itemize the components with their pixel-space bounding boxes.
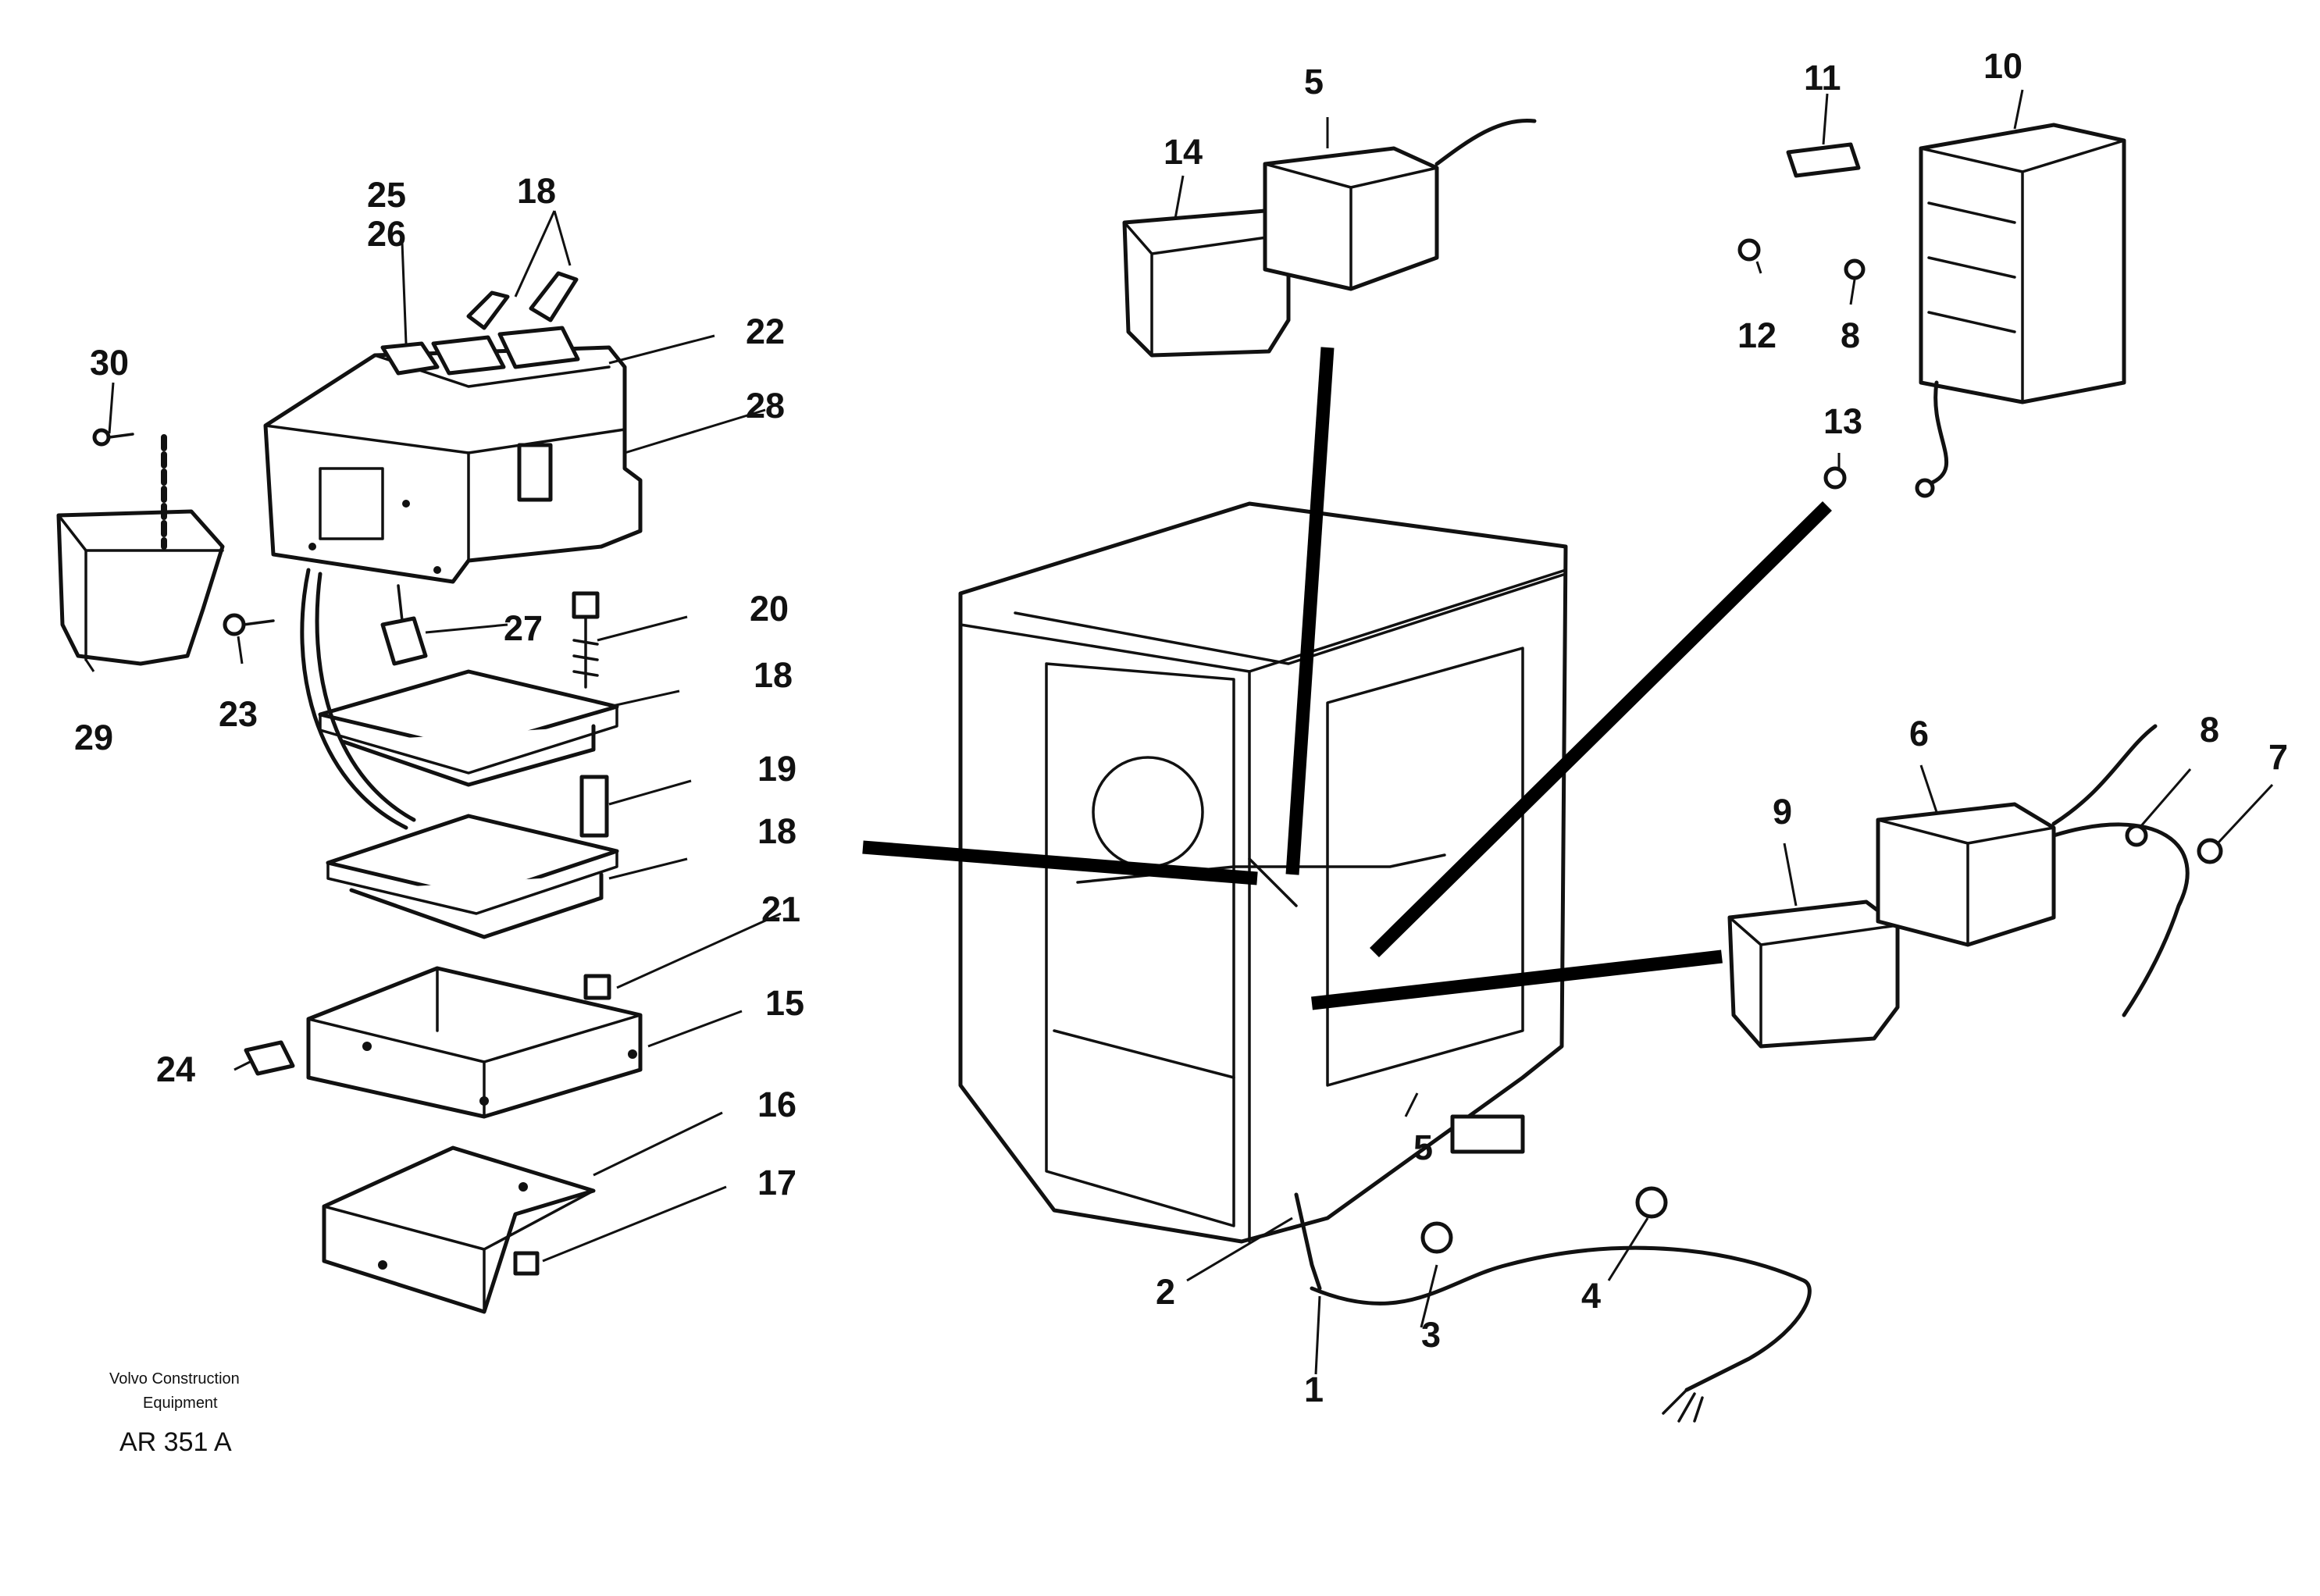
callout-20: 20 <box>750 589 789 629</box>
screw-30 <box>92 428 134 447</box>
pointer-lines <box>862 347 1832 1010</box>
callout-26: 26 <box>367 214 406 254</box>
callout-8-top: 8 <box>1841 315 1860 355</box>
callout-9: 9 <box>1773 792 1792 832</box>
washer-8-top <box>1844 258 1866 280</box>
callout-12: 12 <box>1737 315 1777 355</box>
cab-wiring <box>1294 1186 1812 1423</box>
fuse-block-10 <box>1919 123 2126 486</box>
spacer-19 <box>579 775 609 838</box>
callout-28: 28 <box>746 386 785 426</box>
screw-7 <box>2197 838 2223 864</box>
callout-16: 16 <box>757 1085 796 1124</box>
control-panel-housing <box>263 271 643 584</box>
callout-3: 3 <box>1421 1315 1441 1355</box>
callout-17: 17 <box>757 1163 796 1202</box>
relay-socket-6 <box>1876 724 2190 1017</box>
callout-19: 19 <box>757 749 796 789</box>
screw-13 <box>1823 466 1935 498</box>
callout-10: 10 <box>1983 46 2022 86</box>
leader-lines <box>84 89 2274 1375</box>
wire-harness-left <box>300 568 416 830</box>
callout-18-low: 18 <box>757 811 796 851</box>
cab-frame <box>958 501 1568 1244</box>
callout-21: 21 <box>761 889 800 929</box>
nut-17 <box>513 1251 540 1276</box>
lamp-unit <box>56 434 225 666</box>
bolt-20 <box>572 591 600 689</box>
bracket-15 <box>306 966 643 1119</box>
callout-24: 24 <box>156 1049 195 1089</box>
callout-25: 25 <box>367 175 406 215</box>
callout-1: 1 <box>1304 1370 1324 1409</box>
caption-company-line1: Volvo Construction <box>109 1370 240 1388</box>
circuit-board-lower <box>326 814 619 939</box>
callout-30: 30 <box>90 343 129 383</box>
screw-12 <box>1737 238 1761 262</box>
fuse-11 <box>1786 142 1861 178</box>
callout-2: 2 <box>1156 1272 1175 1312</box>
callout-18-mid: 18 <box>754 655 793 695</box>
washer-8-right <box>2125 824 2148 847</box>
caption: Volvo Construction Equipment AR 351 A <box>109 1370 240 1457</box>
callout-8-right: 8 <box>2200 710 2219 750</box>
relay-9 <box>1727 900 1900 1049</box>
callout-18-top: 18 <box>517 171 556 211</box>
callout-14: 14 <box>1164 132 1203 172</box>
callout-labels: 1 2 3 4 5 5 6 7 8 8 9 10 11 12 13 14 15 … <box>74 46 2288 1409</box>
bracket-16 <box>322 1145 596 1314</box>
callout-15: 15 <box>765 983 804 1023</box>
connector-27 <box>380 584 428 666</box>
caption-drawing-code: AR 351 A <box>119 1427 232 1457</box>
callout-5-cab: 5 <box>1413 1128 1433 1167</box>
screw-23 <box>223 613 275 636</box>
callout-22: 22 <box>746 312 785 351</box>
callout-7: 7 <box>2268 737 2288 777</box>
nut-21 <box>583 974 611 1000</box>
callout-4: 4 <box>1581 1276 1601 1316</box>
caption-company-line2: Equipment <box>143 1395 218 1412</box>
callout-6: 6 <box>1909 714 1929 753</box>
callout-29: 29 <box>74 718 113 757</box>
callout-27: 27 <box>504 608 543 648</box>
callout-23: 23 <box>219 694 258 734</box>
callout-5-top: 5 <box>1304 62 1324 102</box>
clip-24 <box>244 1040 295 1076</box>
callout-11: 11 <box>1804 58 1841 98</box>
circuit-board-upper <box>318 669 619 787</box>
callout-13: 13 <box>1823 401 1862 441</box>
relay-socket-5-top <box>1263 118 1537 291</box>
